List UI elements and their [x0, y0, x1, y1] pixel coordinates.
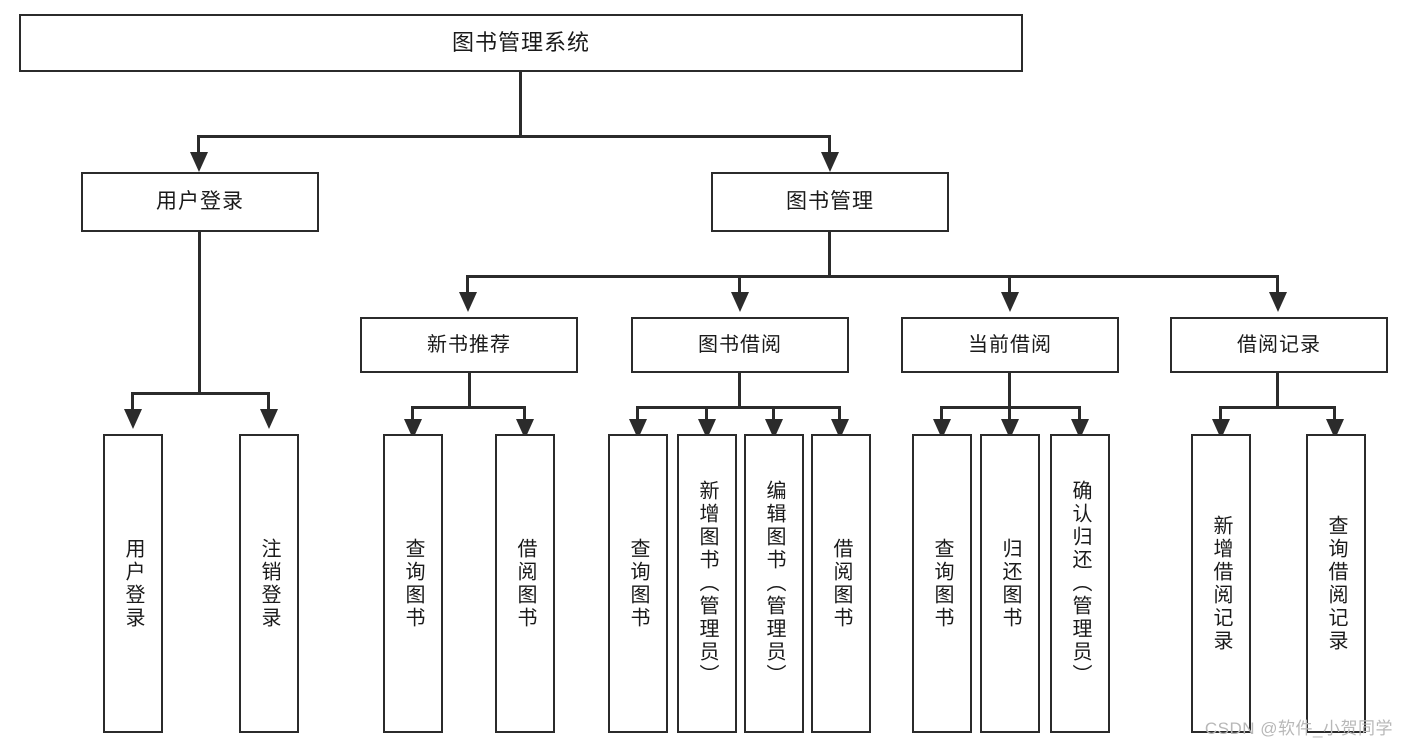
connector-bookborrow-bus: [636, 406, 841, 409]
leaf-query-book-current[interactable]: 查询图书: [912, 434, 972, 733]
node-new-book-recommend[interactable]: 新书推荐: [360, 317, 578, 373]
node-label: 查询图书: [931, 537, 953, 630]
connector-newbook-bus: [411, 406, 526, 409]
node-label: 确认归还（管理员）: [1069, 480, 1091, 687]
connector-bookmgmt-bus: [466, 275, 1278, 278]
node-current-borrow[interactable]: 当前借阅: [901, 317, 1119, 373]
node-label: 注销登录: [258, 537, 280, 630]
arrow-to-book-borrow: [731, 292, 749, 312]
connector-bookmgmt-drop-1: [466, 275, 469, 295]
connector-bookmgmt-drop-4: [1276, 275, 1279, 295]
node-label: 图书管理系统: [451, 30, 590, 56]
leaf-query-book-recommend[interactable]: 查询图书: [383, 434, 443, 733]
leaf-edit-book-admin[interactable]: 编辑图书（管理员）: [744, 434, 804, 733]
leaf-logout[interactable]: 注销登录: [239, 434, 299, 733]
connector-root-bus: [197, 135, 831, 138]
node-label: 新增借阅记录: [1210, 514, 1232, 653]
connector-userlogin-drop-2: [267, 392, 270, 412]
connector-bookborrow-drop-1: [636, 406, 639, 422]
arrow-to-leaf-logout: [260, 409, 278, 429]
connector-currentborrow-drop-1: [940, 406, 943, 422]
connector-newbook-drop-2: [523, 406, 526, 422]
connector-userlogin-drop-1: [131, 392, 134, 412]
node-label: 借阅图书: [830, 537, 852, 630]
connector-borrowrecord-bus: [1219, 406, 1336, 409]
connector-bookborrow-stem: [738, 373, 741, 408]
connector-currentborrow-stem: [1008, 373, 1011, 408]
connector-borrowrecord-drop-1: [1219, 406, 1222, 422]
connector-userlogin-stem: [198, 232, 201, 394]
arrow-to-book-management: [821, 152, 839, 172]
node-label: 用户登录: [122, 537, 144, 630]
node-label: 编辑图书（管理员）: [763, 480, 785, 687]
node-label: 借阅图书: [514, 537, 536, 630]
node-label: 图书管理: [786, 189, 874, 213]
arrow-to-borrow-record: [1269, 292, 1287, 312]
arrow-to-user-login: [190, 152, 208, 172]
node-label: 查询借阅记录: [1325, 514, 1347, 653]
connector-currentborrow-drop-3: [1078, 406, 1081, 422]
node-label: 查询图书: [627, 537, 649, 630]
node-label: 新增图书（管理员）: [696, 480, 718, 687]
watermark-text: CSDN @软件_小贺同学: [1204, 719, 1393, 738]
connector-newbook-drop-1: [411, 406, 414, 422]
node-label: 当前借阅: [968, 333, 1052, 356]
leaf-confirm-return-admin[interactable]: 确认归还（管理员）: [1050, 434, 1110, 733]
connector-root-stem: [519, 72, 522, 137]
leaf-query-book-borrow[interactable]: 查询图书: [608, 434, 668, 733]
leaf-user-login[interactable]: 用户登录: [103, 434, 163, 733]
arrow-to-current-borrow: [1001, 292, 1019, 312]
leaf-return-book[interactable]: 归还图书: [980, 434, 1040, 733]
connector-root-drop-left: [197, 135, 200, 155]
node-label: 归还图书: [999, 537, 1021, 630]
connector-borrowrecord-drop-2: [1333, 406, 1336, 422]
connector-bookborrow-drop-3: [772, 406, 775, 422]
node-book-borrow[interactable]: 图书借阅: [631, 317, 849, 373]
node-label: 用户登录: [156, 189, 244, 213]
connector-bookborrow-drop-2: [705, 406, 708, 422]
leaf-query-borrow-record[interactable]: 查询借阅记录: [1306, 434, 1366, 733]
node-label: 借阅记录: [1237, 333, 1321, 356]
connector-borrowrecord-stem: [1276, 373, 1279, 408]
arrow-to-leaf-user-login: [124, 409, 142, 429]
node-borrow-record[interactable]: 借阅记录: [1170, 317, 1388, 373]
node-book-management[interactable]: 图书管理: [711, 172, 949, 232]
connector-bookmgmt-drop-2: [738, 275, 741, 295]
connector-root-drop-right: [828, 135, 831, 155]
node-user-login[interactable]: 用户登录: [81, 172, 319, 232]
leaf-borrow-book-recommend[interactable]: 借阅图书: [495, 434, 555, 733]
node-root-system[interactable]: 图书管理系统: [19, 14, 1023, 72]
connector-bookborrow-drop-4: [838, 406, 841, 422]
connector-userlogin-bus: [131, 392, 270, 395]
connector-bookmgmt-stem: [828, 232, 831, 277]
connector-currentborrow-drop-2: [1008, 406, 1011, 422]
connector-bookmgmt-drop-3: [1008, 275, 1011, 295]
leaf-add-book-admin[interactable]: 新增图书（管理员）: [677, 434, 737, 733]
arrow-to-new-book-recommend: [459, 292, 477, 312]
leaf-borrow-book[interactable]: 借阅图书: [811, 434, 871, 733]
node-label: 新书推荐: [427, 333, 511, 356]
leaf-add-borrow-record[interactable]: 新增借阅记录: [1191, 434, 1251, 733]
node-label: 图书借阅: [698, 333, 782, 356]
node-label: 查询图书: [402, 537, 424, 630]
connector-newbook-stem: [468, 373, 471, 408]
